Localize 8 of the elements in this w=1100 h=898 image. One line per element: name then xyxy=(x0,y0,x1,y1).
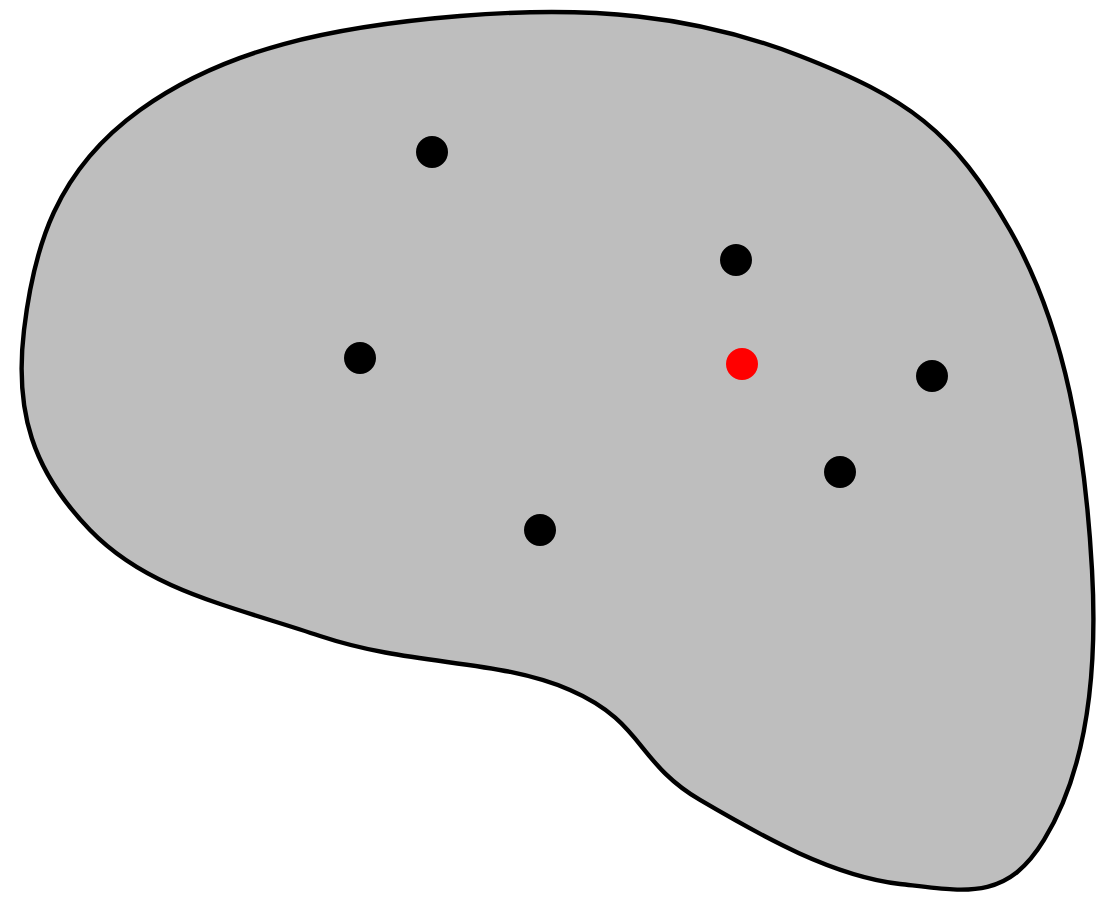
blob-shape xyxy=(19,9,1096,892)
dot xyxy=(726,347,758,380)
dot xyxy=(416,135,448,168)
dot xyxy=(344,341,376,374)
dot xyxy=(824,455,856,488)
dot xyxy=(524,513,556,546)
dot xyxy=(720,243,752,276)
dot xyxy=(916,359,948,392)
